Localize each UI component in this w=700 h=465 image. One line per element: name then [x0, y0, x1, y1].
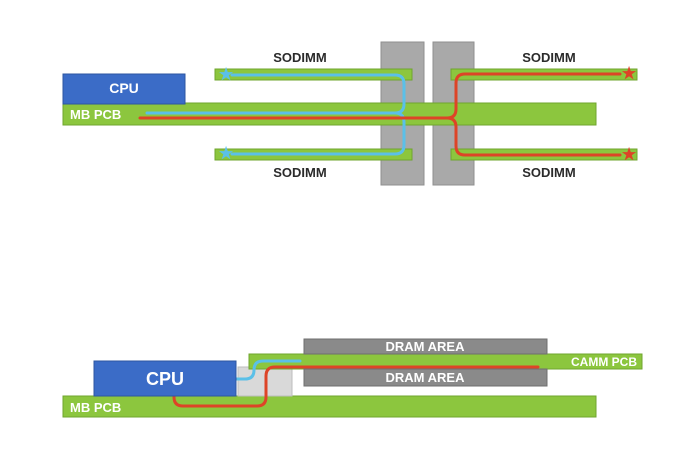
sodimm-label-bottom-right: SODIMM: [522, 165, 575, 180]
dram-area-top: [303, 338, 548, 355]
red-trace-bottom-right: [445, 116, 622, 157]
star-icon: ★: [622, 147, 637, 164]
dram-area-label-bottom: DRAM AREA: [386, 370, 466, 385]
sodimm-label-bottom-left: SODIMM: [273, 165, 326, 180]
sodimm-label-top-left: SODIMM: [273, 50, 326, 65]
star-icon: ★: [219, 146, 234, 163]
red-trace-camm: [172, 365, 540, 408]
sodimm-diagram: CPU MB PCB SODIMM SODIMM SODIMM SODIMM ★…: [62, 41, 638, 186]
cpu-label-top: CPU: [109, 80, 139, 96]
camm-diagram: CPU MB PCB CAMM PCB DRAM AREA DRAM AREA: [62, 338, 643, 418]
star-icon: ★: [219, 67, 234, 84]
dram-area-label-top: DRAM AREA: [386, 339, 466, 354]
mb-pcb-bar-bottom: [62, 395, 597, 418]
cpu-box-bottom: [93, 360, 237, 397]
blue-trace-camm: [198, 359, 302, 381]
sodimm-label-top-right: SODIMM: [522, 50, 575, 65]
dram-area-bottom: [303, 368, 548, 387]
star-icon: ★: [622, 66, 637, 83]
camm-pcb-label: CAMM PCB: [571, 355, 637, 369]
cpu-label-bottom: CPU: [146, 369, 184, 389]
cpu-box-top: [62, 73, 186, 105]
mb-pcb-label-top: MB PCB: [70, 107, 121, 122]
blue-trace-bottom-left: [230, 111, 406, 156]
mb-pcb-label-bottom: MB PCB: [70, 400, 121, 415]
